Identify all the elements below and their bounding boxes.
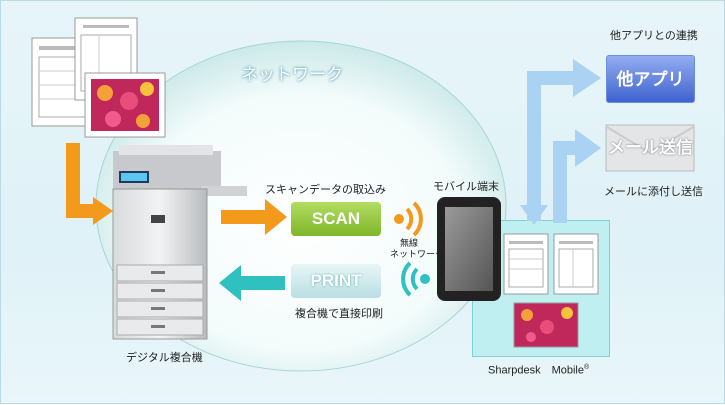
tablet-icon [437, 197, 501, 301]
scan-button: SCAN [291, 202, 381, 236]
input-arrow-icon [66, 143, 113, 225]
mail-button: メール送信 [608, 138, 693, 157]
mfp-printer-icon [112, 145, 247, 340]
wireless-label: 無線 ネットワーク [390, 239, 445, 261]
to-apps-arrow-icon [520, 59, 601, 225]
to-mail-arrow-icon [553, 129, 601, 223]
app-name: Sharpdesk Mobile [488, 364, 584, 377]
wireless-label-line2: ネットワーク [390, 250, 445, 260]
app-documents-icon [503, 233, 599, 348]
mail-caption: メールに添付し送信 [604, 185, 703, 198]
scan-caption: スキャンデータの取込み [265, 183, 386, 196]
scan-arrow-icon [221, 199, 287, 235]
print-caption: 複合機で直接印刷 [295, 307, 383, 320]
print-arrow-icon [219, 265, 285, 301]
other-apps-caption: 他アプリとの連携 [610, 29, 698, 42]
envelope-icon [605, 124, 695, 172]
wireless-label-line1: 無線 [399, 239, 418, 249]
mobile-caption: モバイル端末 [433, 180, 499, 193]
other-apps-button: 他アプリ [606, 55, 695, 103]
registered-mark: ® [584, 364, 590, 371]
app-caption: Sharpdesk Mobile® [488, 361, 589, 378]
mfp-caption: デジタル複合機 [126, 351, 203, 364]
network-label: ネットワーク [241, 65, 343, 85]
print-button: PRINT [291, 264, 381, 298]
paper-documents-icon [31, 17, 166, 138]
wireless-out-icon [394, 201, 423, 237]
wireless-in-icon [401, 261, 430, 297]
